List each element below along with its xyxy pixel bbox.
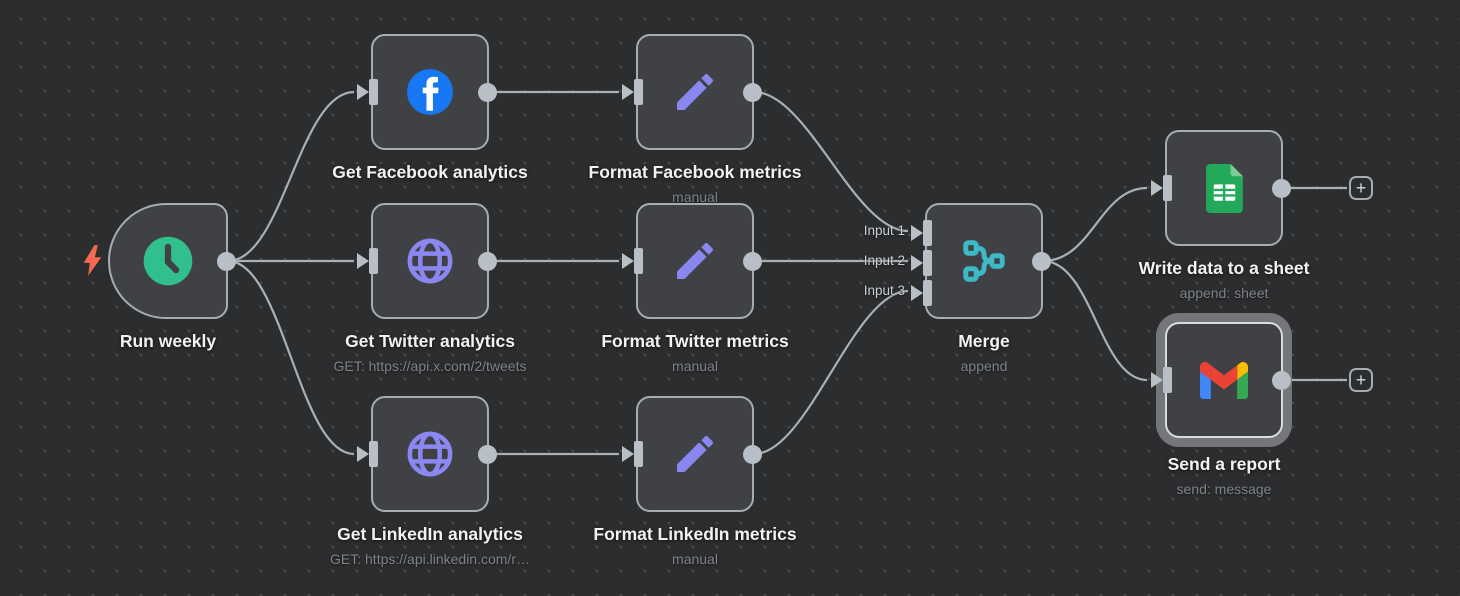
google-sheets-icon — [1205, 163, 1243, 213]
input-arrow-icon — [621, 84, 634, 100]
node-subtitle: manual — [672, 551, 718, 567]
node-label: Format LinkedIn metrics — [593, 524, 797, 544]
wire-run-weekly-to-get-linkedin[interactable] — [227, 259, 355, 456]
node-label: Send a report — [1167, 454, 1281, 474]
node-box[interactable] — [621, 396, 762, 512]
node-label: Format Facebook metrics — [588, 162, 802, 182]
node-format-facebook-metrics[interactable]: Format Facebook metrics manual — [589, 34, 801, 205]
wire-merge-to-send-report[interactable] — [1042, 259, 1148, 382]
node-subtitle: GET: https://api.x.com/2/tweets — [333, 358, 527, 374]
node-box[interactable] — [910, 203, 1051, 319]
output-connector[interactable] — [1032, 251, 1051, 271]
gmail-icon — [1200, 361, 1248, 399]
output-connector[interactable] — [743, 444, 762, 464]
add-node-button[interactable]: + — [1349, 368, 1373, 392]
input-bar — [922, 250, 932, 276]
input-arrow-icon — [910, 255, 923, 271]
output-connector[interactable] — [743, 251, 762, 271]
node-subtitle: GET: https://api.linkedin.com/r… — [330, 551, 530, 567]
input-bar — [922, 280, 932, 306]
node-label: Get Twitter analytics — [345, 331, 515, 351]
input-arrow-icon — [356, 253, 369, 269]
node-send-a-report[interactable]: Send a report send: message — [1150, 322, 1291, 497]
node-box[interactable] — [621, 203, 762, 319]
trigger-bolt-icon — [83, 245, 102, 276]
node-subtitle: append — [960, 358, 1008, 374]
output-connector[interactable] — [478, 82, 497, 102]
plus-icon: + — [1355, 178, 1367, 198]
input-bar — [368, 79, 378, 105]
pencil-edit-icon — [677, 242, 714, 279]
input-bar — [633, 79, 643, 105]
node-run-weekly-trigger[interactable]: Run weekly — [83, 203, 236, 351]
node-subtitle: manual — [672, 189, 718, 205]
input-bar — [368, 441, 378, 467]
input-arrow-icon — [621, 446, 634, 462]
node-label: Write data to a sheet — [1138, 258, 1310, 278]
output-connector[interactable] — [1272, 178, 1291, 198]
input-bar — [633, 441, 643, 467]
node-subtitle: send: message — [1176, 481, 1272, 497]
pencil-edit-icon — [677, 73, 714, 110]
node-format-linkedin-metrics[interactable]: Format LinkedIn metrics manual — [593, 396, 797, 567]
node-box[interactable] — [1150, 130, 1291, 246]
globe-http-icon — [407, 431, 453, 477]
node-box[interactable] — [621, 34, 762, 150]
node-format-twitter-metrics[interactable]: Format Twitter metrics manual — [601, 203, 789, 374]
merge-input1-label: Input 1 — [863, 223, 905, 238]
node-box[interactable] — [356, 396, 497, 512]
node-box[interactable] — [108, 203, 236, 319]
output-connector[interactable] — [1272, 370, 1291, 390]
facebook-icon — [407, 69, 453, 115]
node-get-facebook-analytics[interactable]: Get Facebook analytics — [332, 34, 528, 182]
output-connector[interactable] — [217, 251, 236, 271]
merge-input3-label: Input 3 — [863, 283, 905, 298]
wire-run-weekly-to-get-facebook[interactable] — [227, 90, 355, 263]
input-bar — [922, 220, 932, 246]
add-node-button[interactable]: + — [1349, 176, 1373, 200]
wire-format-facebook-to-merge-input1[interactable] — [753, 90, 909, 233]
node-label: Merge — [958, 331, 1010, 351]
node-label: Get Facebook analytics — [332, 162, 528, 182]
node-subtitle: manual — [672, 358, 718, 374]
node-merge[interactable]: Input 1 Input 2 Input 3 Merge append — [864, 203, 1051, 374]
wire-merge-to-write-sheet[interactable] — [1042, 186, 1148, 263]
input-bar — [1162, 367, 1172, 393]
input-arrow-icon — [1150, 180, 1163, 196]
pencil-edit-icon — [677, 435, 714, 472]
input-bar — [368, 248, 378, 274]
node-write-data-to-sheet[interactable]: Write data to a sheet append: sheet — [1139, 130, 1309, 301]
node-box[interactable] — [356, 203, 497, 319]
input-bar — [1162, 175, 1172, 201]
input-arrow-icon — [356, 84, 369, 100]
input-arrow-icon — [1150, 372, 1163, 388]
node-subtitle: append: sheet — [1179, 285, 1269, 301]
wire-format-linkedin-to-merge-input3[interactable] — [753, 289, 909, 456]
plus-icon: + — [1355, 370, 1367, 390]
schedule-clock-icon — [143, 236, 193, 286]
output-connector[interactable] — [743, 82, 762, 102]
output-connector[interactable] — [478, 251, 497, 271]
merge-input2-label: Input 2 — [863, 253, 905, 268]
input-arrow-icon — [910, 285, 923, 301]
input-bar — [633, 248, 643, 274]
merge-icon — [963, 240, 1005, 282]
output-connector[interactable] — [478, 444, 497, 464]
node-get-twitter-analytics[interactable]: Get Twitter analytics GET: https://api.x… — [334, 203, 526, 374]
node-label: Format Twitter metrics — [601, 331, 789, 351]
node-get-linkedin-analytics[interactable]: Get LinkedIn analytics GET: https://api.… — [330, 396, 530, 567]
node-label: Run weekly — [119, 331, 217, 351]
node-box[interactable] — [356, 34, 497, 150]
node-box-selected[interactable] — [1150, 322, 1291, 438]
input-arrow-icon — [621, 253, 634, 269]
input-arrow-icon — [910, 225, 923, 241]
node-label: Get LinkedIn analytics — [337, 524, 523, 544]
globe-http-icon — [407, 238, 453, 284]
input-arrow-icon — [356, 446, 369, 462]
